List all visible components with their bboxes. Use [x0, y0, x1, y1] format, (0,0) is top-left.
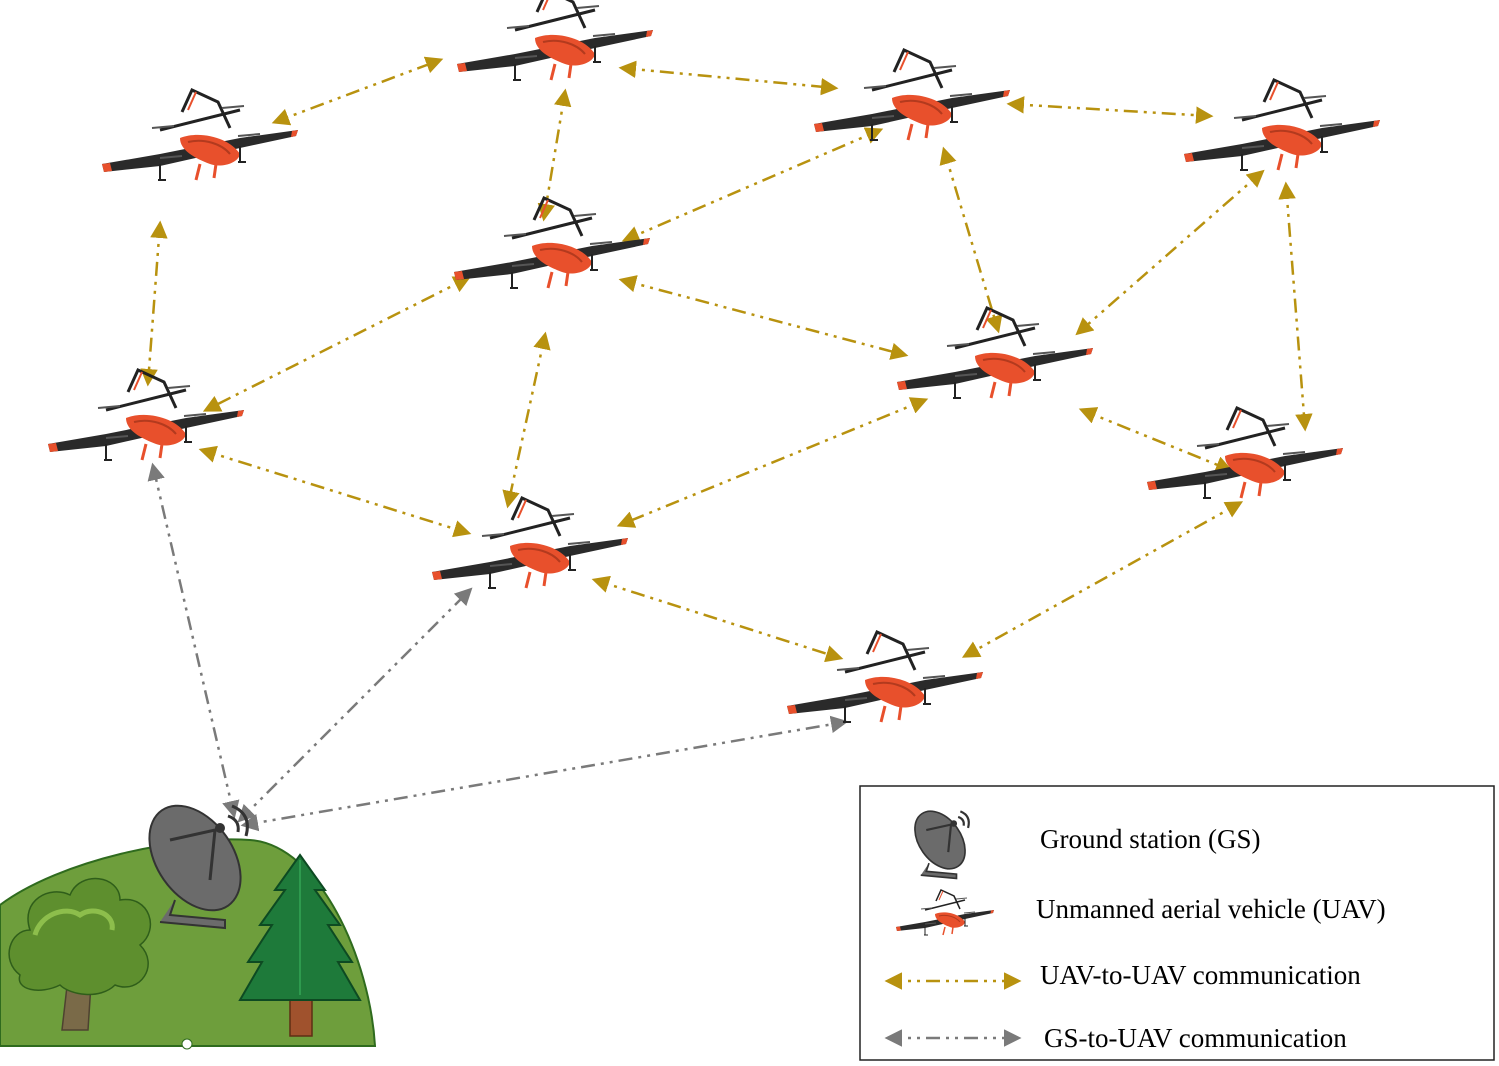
uav-icon	[785, 630, 985, 724]
legend-uav-to-uav-label: UAV-to-UAV communication	[1040, 960, 1361, 990]
uav-link	[1278, 181, 1313, 432]
legend: Ground station (GS) Unmanned aerial vehi…	[859, 785, 1495, 1061]
gs-link	[147, 462, 240, 819]
uav-nodes	[46, 0, 1382, 724]
ground-area	[0, 804, 377, 1050]
uav-icon	[1145, 406, 1345, 500]
uav-link	[961, 501, 1244, 658]
uav-link	[502, 331, 551, 509]
uav-icon	[812, 48, 1012, 142]
uav-link	[1078, 407, 1234, 473]
uav-link	[621, 127, 884, 243]
uav-link	[616, 397, 929, 528]
uav-icon	[46, 368, 246, 462]
gs-links	[147, 462, 849, 832]
uav-icon	[430, 496, 630, 590]
legend-uav-label: Unmanned aerial vehicle (UAV)	[1036, 894, 1386, 924]
satellite-dish-icon	[148, 804, 249, 930]
uav-icon	[1182, 78, 1382, 172]
uav-link	[198, 445, 472, 538]
uav-link	[140, 220, 168, 387]
uav-link	[271, 56, 444, 126]
tree-icon	[8, 878, 151, 1031]
pine-tree-icon	[238, 853, 362, 1037]
uav-link	[939, 146, 1003, 334]
uav-link	[618, 60, 839, 96]
legend-box	[859, 785, 1495, 1061]
uav-link	[537, 88, 572, 222]
uav-icon	[100, 88, 300, 182]
uav-links	[140, 56, 1313, 663]
satellite-dish-icon	[914, 810, 970, 880]
uav-icon	[895, 306, 1095, 400]
legend-gs-to-uav-label: GS-to-UAV communication	[1044, 1023, 1347, 1053]
uav-link	[1006, 96, 1214, 124]
legend-ground-station-label: Ground station (GS)	[1040, 824, 1260, 854]
gs-link	[237, 587, 473, 823]
uav-link	[202, 276, 472, 412]
uav-icon	[452, 196, 652, 290]
uav-link	[1075, 169, 1265, 336]
uav-link	[591, 575, 844, 663]
uav-link	[618, 275, 909, 360]
gs-link	[240, 715, 849, 832]
